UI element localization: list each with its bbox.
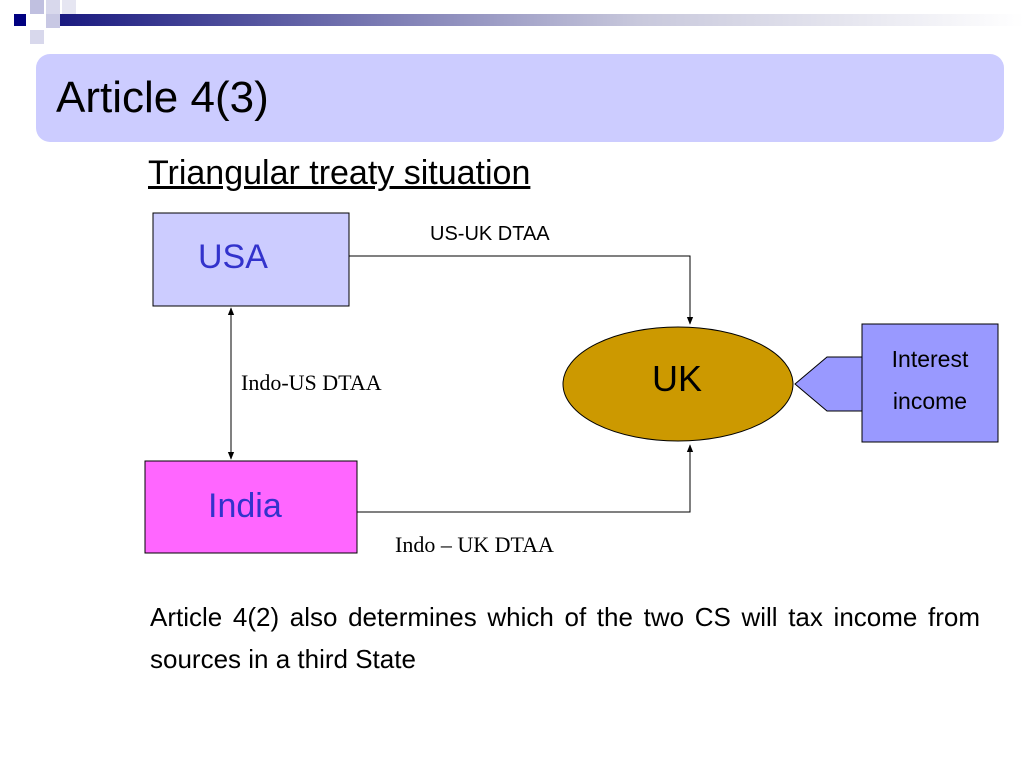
india-box [144, 460, 358, 554]
slide-title: Article 4(3) [56, 73, 269, 122]
us-uk-dtaa-label: US-UK DTAA [430, 223, 550, 245]
usa-box [152, 212, 350, 307]
title-bar: Article 4(3) [36, 54, 1004, 142]
indo-uk-dtaa-label: Indo – UK DTAA [395, 532, 554, 557]
usa-label: USA [198, 238, 268, 276]
body-paragraph: Article 4(2) also determines which of th… [150, 602, 980, 674]
interest-income-label: Interest income [862, 338, 998, 422]
indo-us-dtaa-label: Indo-US DTAA [241, 370, 382, 395]
interest-income-box [861, 323, 999, 443]
india-label: India [208, 487, 282, 525]
us-uk-connector [349, 255, 694, 325]
slide-decoration [14, 0, 1024, 44]
slide-subtitle: Triangular treaty situation [148, 154, 531, 192]
uk-ellipse [562, 326, 794, 442]
uk-label: UK [652, 358, 703, 399]
block-arrow [794, 356, 863, 412]
interest-line-2: income [892, 388, 968, 414]
india-uk-connector [357, 444, 694, 513]
interest-line-1: Interest [891, 346, 969, 372]
